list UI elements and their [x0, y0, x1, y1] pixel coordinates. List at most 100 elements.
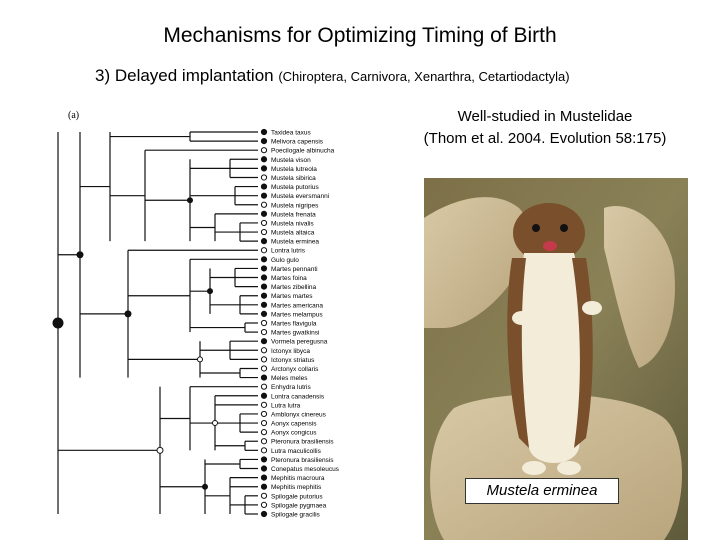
- tip-state-marker: [260, 410, 268, 418]
- species-label: Lontra canadensis: [271, 393, 325, 400]
- ancestral-node-marker: [76, 251, 84, 259]
- species-label: Pteronura brasiliensis: [271, 439, 334, 446]
- ancestral-node-marker: [197, 356, 203, 363]
- tip-state-marker: [260, 501, 268, 509]
- species-label: Conepatus mesoleucus: [271, 466, 340, 473]
- stoat-eye-right: [560, 224, 568, 232]
- species-label: Mustela frenata: [271, 211, 316, 218]
- species-label: Spilogale putorius: [271, 493, 323, 500]
- species-label: Ictonyx libyca: [271, 348, 310, 355]
- species-label: Mustela putorius: [271, 184, 319, 191]
- tip-state-marker: [260, 283, 268, 290]
- tip-state-marker: [260, 356, 268, 363]
- glove-left: [424, 197, 529, 328]
- tip-state-marker: [260, 483, 268, 490]
- note-line-1: Well-studied in Mustelidae: [457, 108, 633, 125]
- species-label: Spilogale pygmaea: [271, 502, 327, 509]
- tip-state-marker: [260, 265, 268, 272]
- species-label: Martes americana: [271, 302, 323, 309]
- species-label: Martes zibellina: [271, 284, 317, 291]
- tip-state-marker: [260, 347, 268, 354]
- tip-state-marker: [260, 128, 268, 136]
- tip-state-marker: [260, 438, 268, 445]
- tip-state-marker: [260, 292, 268, 299]
- stoat-mouth: [543, 241, 557, 251]
- stoat-head: [513, 203, 585, 263]
- species-label: Mustela vison: [271, 157, 311, 164]
- species-label: Martes gwatkinsi: [271, 330, 319, 337]
- tip-state-marker: [260, 228, 268, 236]
- glove-right: [604, 206, 675, 368]
- tip-state-marker: [260, 447, 268, 454]
- species-label: Vormela peregusna: [271, 339, 328, 346]
- species-label: Arctonyx collaris: [271, 366, 319, 373]
- species-label: Lontra lutris: [271, 248, 306, 255]
- species-label: Mephitis macroura: [271, 475, 325, 482]
- tip-state-marker: [260, 201, 268, 208]
- stoat-paw-left: [512, 311, 532, 325]
- ancestral-node-marker: [124, 310, 132, 318]
- tip-state-marker: [260, 401, 268, 408]
- species-label: Martes flavigula: [271, 321, 317, 328]
- species-label: Mustela nivalis: [271, 220, 314, 227]
- species-label: Martes foina: [271, 275, 307, 282]
- species-label: Mustela sibirica: [271, 175, 316, 182]
- species-label: Lutra maculicollis: [271, 448, 322, 455]
- species-label: Meles meles: [271, 375, 308, 382]
- tip-state-marker: [260, 210, 268, 217]
- ancestral-node-marker: [52, 317, 64, 329]
- species-label: Ictonyx striatus: [271, 357, 315, 364]
- tip-state-marker: [260, 247, 268, 254]
- species-label: Mustela lutreola: [271, 166, 317, 173]
- species-label: Mustela nigripes: [271, 202, 319, 209]
- species-label: Taxidea taxus: [271, 130, 311, 137]
- ancestral-node-marker: [156, 446, 164, 454]
- species-label: Enhydra lutris: [271, 384, 311, 391]
- tip-state-marker: [260, 137, 268, 145]
- tip-state-marker: [260, 465, 268, 472]
- tip-state-marker: [260, 319, 268, 327]
- slide-title: Mechanisms for Optimizing Timing of Birt…: [163, 24, 557, 47]
- tip-state-marker: [260, 374, 268, 381]
- tip-state-marker: [260, 174, 268, 181]
- species-label: Martes melampus: [271, 311, 323, 318]
- tip-state-marker: [260, 183, 268, 190]
- stoat-foot-right: [557, 461, 581, 475]
- species-label: Lutra lutra: [271, 402, 301, 409]
- note-line-2: (Thom et al. 2004. Evolution 58:175): [423, 130, 667, 147]
- species-label: Mustela altaica: [271, 230, 315, 237]
- stoat-side-left: [507, 258, 529, 448]
- stoat-eye-left: [532, 224, 540, 232]
- species-label: Pteronura brasiliensis: [271, 457, 334, 464]
- tip-state-marker: [260, 429, 268, 436]
- ancestral-node-marker: [207, 288, 213, 295]
- tip-state-marker: [260, 419, 268, 427]
- species-label: Amblonyx cinereus: [271, 411, 327, 418]
- tree-branches: [57, 131, 258, 515]
- tip-state-marker: [260, 192, 268, 199]
- stoat-foot-left: [522, 461, 546, 475]
- species-label: Aonyx capensis: [271, 421, 317, 428]
- tip-state-marker: [260, 310, 268, 318]
- stoat-belly: [520, 253, 585, 463]
- photo-caption: Mustela erminea: [465, 478, 619, 504]
- species-label: Mephitis mephitis: [271, 484, 322, 491]
- subtitle-main: 3) Delayed implantation: [95, 66, 274, 85]
- slide-subtitle: 3) Delayed implantation (Chiroptera, Car…: [95, 66, 570, 86]
- species-label: Mustela erminea: [271, 239, 319, 246]
- panel-label: (a): [68, 110, 79, 121]
- tip-state-marker: [260, 365, 268, 372]
- tip-state-marker: [260, 274, 268, 281]
- species-label: Aonyx congicus: [271, 430, 317, 437]
- tip-state-marker: [260, 474, 268, 481]
- species-label: Spilogale gracilis: [271, 512, 321, 519]
- ancestral-node-marker: [212, 420, 218, 427]
- tip-state-marker: [260, 510, 268, 518]
- ancestral-node-marker: [187, 197, 193, 204]
- citation-note: Well-studied in Mustelidae (Thom et al. …: [390, 106, 700, 150]
- tip-state-marker: [260, 301, 268, 308]
- species-label: Martes pennanti: [271, 266, 318, 273]
- species-label: Gulo gulo: [271, 257, 299, 264]
- tip-state-marker: [260, 456, 268, 463]
